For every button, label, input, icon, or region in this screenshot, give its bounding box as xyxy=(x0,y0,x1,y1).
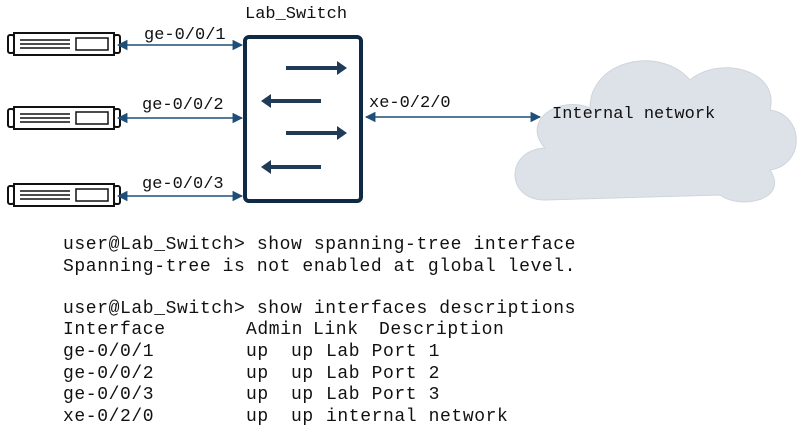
cell-interface: ge-0/0/3 xyxy=(63,385,155,405)
header-admin: Admin xyxy=(246,320,304,340)
cell-interface: xe-0/2/0 xyxy=(63,406,155,427)
cell-interface: ge-0/0/1 xyxy=(63,342,155,362)
header-link: Link xyxy=(313,320,359,340)
cell-description: Lab Port 3 xyxy=(326,385,441,405)
cli-command: user@Lab_Switch> show interfaces descrip… xyxy=(63,299,577,319)
cell-description: Lab Port 1 xyxy=(326,342,441,362)
cell-description: internal network xyxy=(326,406,509,427)
cell-link: up xyxy=(291,342,314,362)
cell-link: up xyxy=(291,363,314,384)
internal-network-cloud xyxy=(514,60,797,203)
switch-label: Lab_Switch xyxy=(245,5,348,24)
cell-description: Lab Port 2 xyxy=(326,363,441,384)
port-label: ge-0/0/2 xyxy=(142,96,224,115)
uplink-port-label: xe-0/2/0 xyxy=(369,94,451,113)
server-icon xyxy=(7,32,121,56)
header-interface: Interface xyxy=(63,320,166,340)
cloud-label: Internal network xyxy=(552,105,716,124)
switch-icon xyxy=(243,35,363,203)
cell-admin: up xyxy=(246,342,269,362)
cell-admin: up xyxy=(246,363,269,384)
cell-admin: up xyxy=(246,406,269,427)
port-label: ge-0/0/1 xyxy=(144,26,226,45)
cell-admin: up xyxy=(246,385,269,405)
cli-output: Spanning-tree is not enabled at global l… xyxy=(63,257,577,277)
server-icon xyxy=(7,106,121,130)
cli-command: user@Lab_Switch> show spanning-tree inte… xyxy=(63,235,577,255)
port-label: ge-0/0/3 xyxy=(142,175,224,194)
server-icon xyxy=(7,183,121,207)
header-description: Description xyxy=(379,320,505,340)
cell-link: up xyxy=(291,385,314,405)
cell-interface: ge-0/0/2 xyxy=(63,363,155,384)
cell-link: up xyxy=(291,406,314,427)
